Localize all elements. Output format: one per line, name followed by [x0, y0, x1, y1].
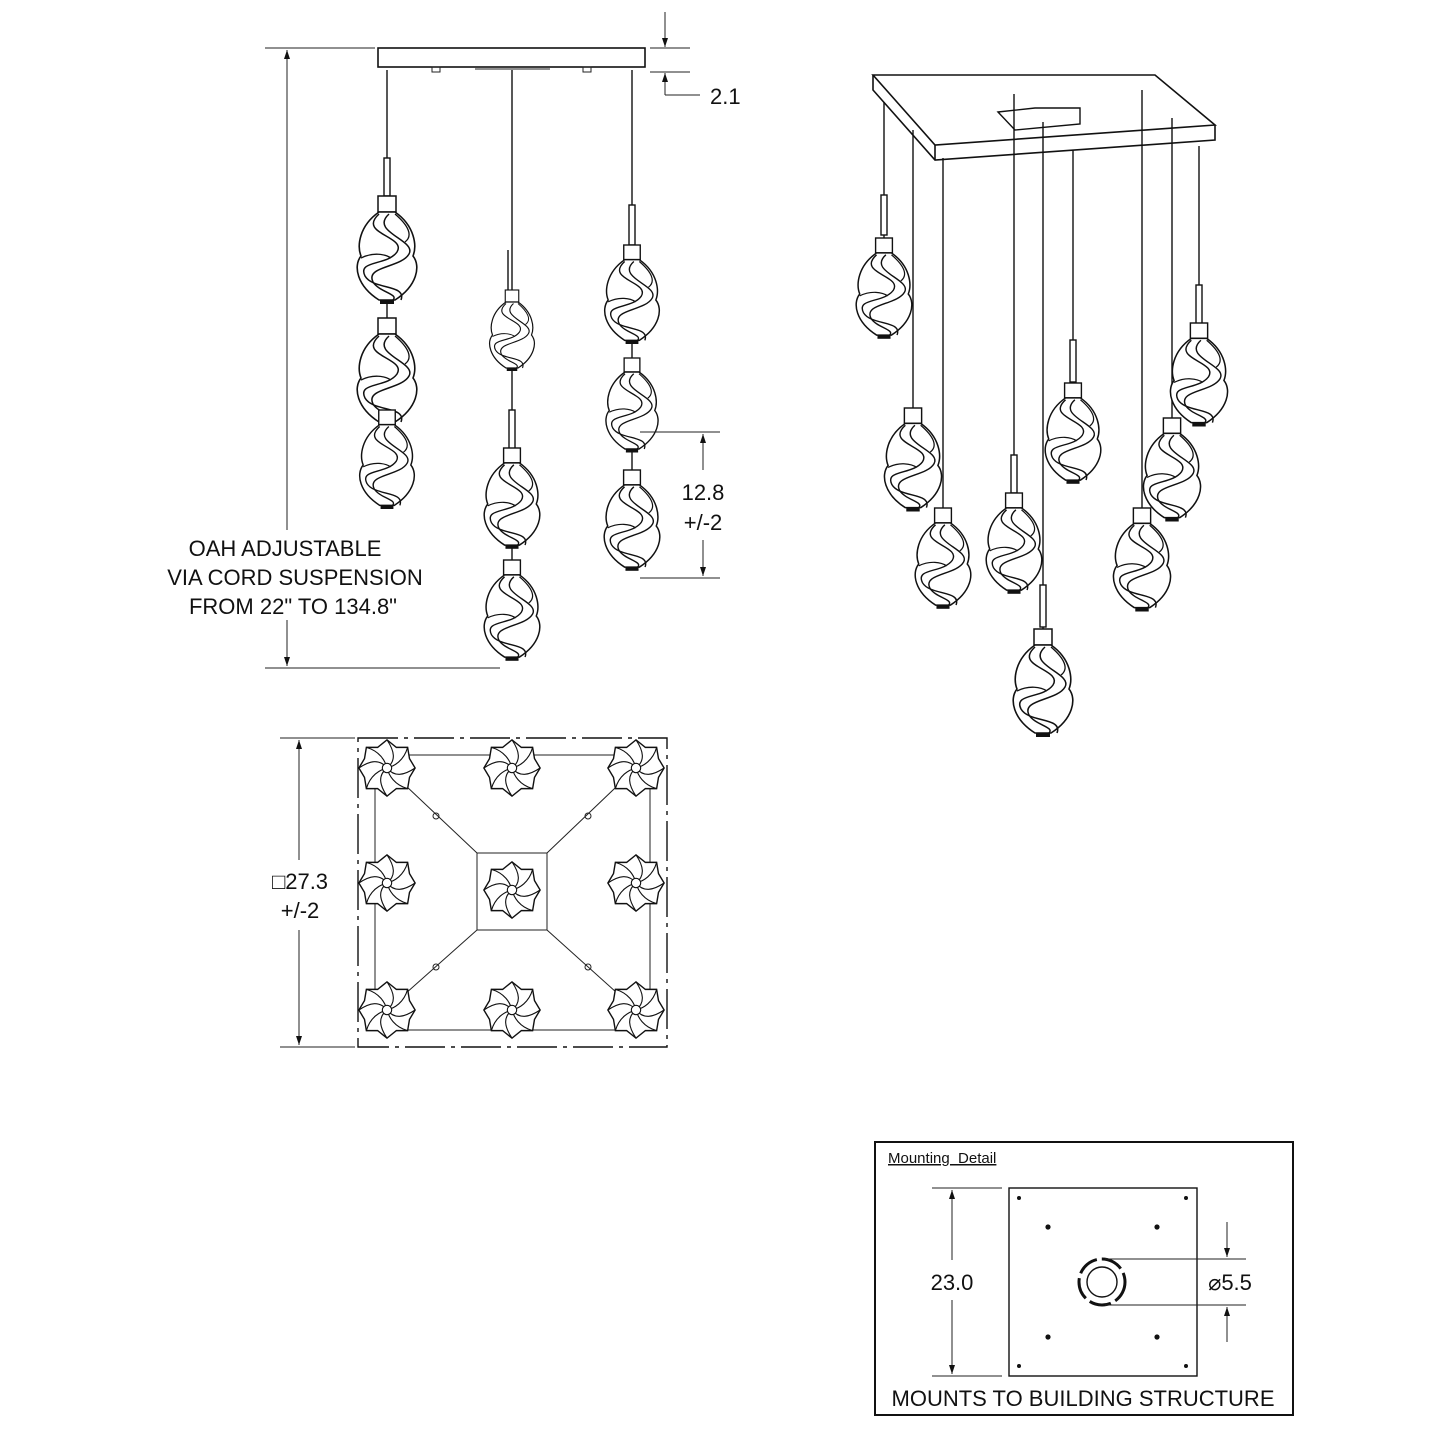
pendant	[488, 289, 536, 372]
pendant	[1169, 322, 1229, 428]
pendant	[914, 507, 972, 610]
canopy-thickness-dimension	[650, 12, 700, 96]
plate-height-dimension	[932, 1187, 1002, 1377]
pendant-top-view	[358, 739, 416, 797]
pendant-top-view	[607, 739, 665, 797]
pendant	[483, 559, 541, 662]
center-hole	[1086, 1266, 1118, 1298]
plan-size-tolerance: +/-2	[281, 898, 320, 923]
hole-diameter-dimension	[1105, 1222, 1246, 1342]
pendant	[603, 244, 661, 345]
perspective-view	[855, 74, 1229, 738]
pendant	[1044, 382, 1102, 485]
mounting-detail-title: Mounting Detail	[888, 1150, 996, 1167]
pendant-spacing-tolerance: +/-2	[684, 510, 723, 535]
hole-diameter-label: ⌀5.5	[1208, 1270, 1252, 1295]
canopy-screws	[431, 66, 592, 73]
oah-label-line1: OAH ADJUSTABLE	[189, 536, 382, 561]
canopy-edge	[872, 75, 1216, 161]
plan-size-dimension	[280, 737, 355, 1048]
pendant	[855, 237, 913, 340]
mounting-note: MOUNTS TO BUILDING STRUCTURE	[892, 1386, 1275, 1411]
pendant	[605, 357, 659, 454]
pendant	[1012, 628, 1074, 738]
pendant-top-view	[483, 981, 541, 1039]
mounting-detail: Mounting Detail ⌀5.5 23.0 MOUNTS TO BUIL…	[874, 1141, 1294, 1416]
pendant-rosettes	[358, 739, 665, 1039]
canopy	[377, 47, 646, 68]
oah-label-line3: FROM 22" TO 134.8"	[189, 594, 397, 619]
canopy-thickness-label: 2.1	[710, 84, 741, 109]
pendant-top-view	[607, 981, 665, 1039]
pendant-top-view	[483, 861, 541, 919]
pendant	[1112, 507, 1172, 613]
pendant	[1142, 417, 1202, 523]
pendant-top-view	[358, 981, 416, 1039]
oah-dimension	[265, 47, 500, 669]
mounting-detail-frame	[874, 1141, 1294, 1416]
oah-label-line2: VIA CORD SUSPENSION	[167, 565, 423, 590]
front-view: 2.1 12.8 +/-2 OAH ADJUSTABLE VIA CORD SU…	[167, 12, 741, 669]
pendant	[483, 447, 541, 550]
pendant-spacing-dimension	[640, 431, 720, 579]
pendant	[603, 469, 661, 572]
mounting-plate	[1008, 1187, 1198, 1377]
pendant-spacing-label: 12.8	[682, 480, 725, 505]
pendant-top-view	[358, 854, 416, 912]
pendant	[356, 195, 418, 305]
pendant	[883, 407, 943, 513]
plan-outline	[357, 737, 668, 1048]
plan-size-label: □27.3	[272, 869, 328, 894]
pendant	[985, 492, 1043, 595]
plate-height-label: 23.0	[931, 1270, 974, 1295]
pendant-top-view	[607, 854, 665, 912]
pendant-top-view	[483, 739, 541, 797]
plan-view: □27.3 +/-2	[272, 737, 668, 1048]
canopy-junction	[996, 107, 1081, 131]
pendant	[358, 409, 416, 510]
mounting-holes	[1017, 1196, 1188, 1368]
junction-box	[476, 852, 548, 931]
knockout-ring	[1077, 1257, 1127, 1307]
